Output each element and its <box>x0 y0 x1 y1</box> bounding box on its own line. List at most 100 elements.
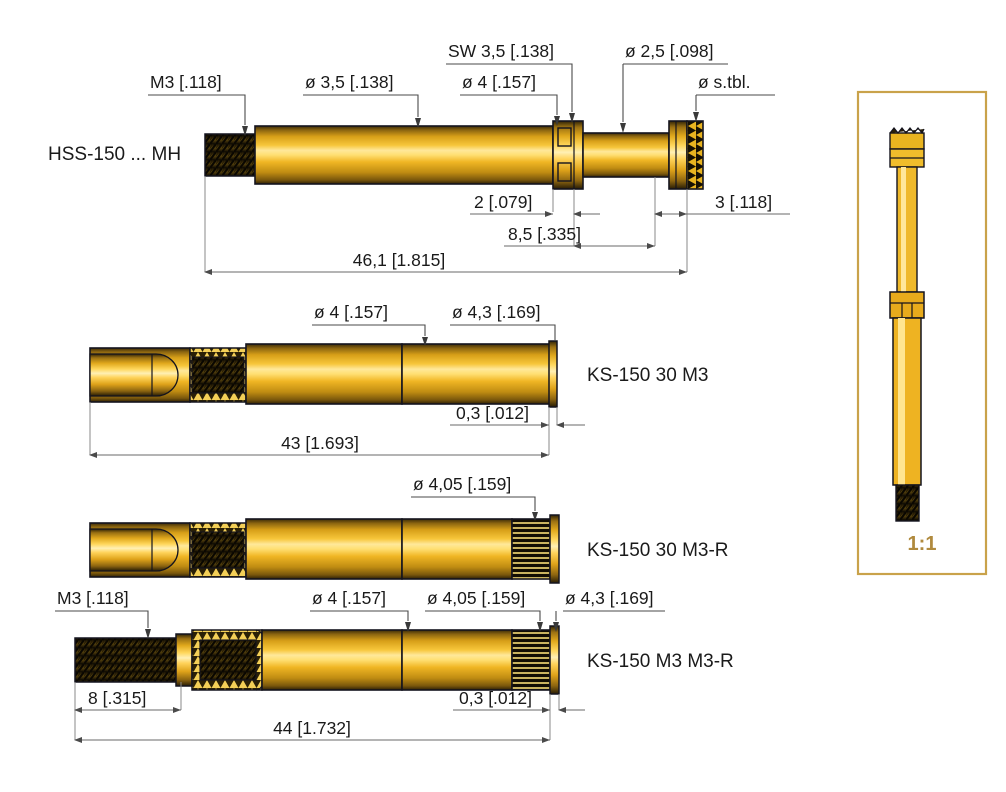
part2-callout-d43-leader <box>450 324 556 341</box>
part1-flat-notch-bottom <box>557 162 572 182</box>
part4-callout-d405: ø 4,05 [.159] <box>425 588 543 632</box>
part1-dim-2: 2 [.079] <box>470 192 600 217</box>
part1-dim-85-text: 8,5 [.335] <box>508 224 581 244</box>
part1-callout-m3-arrow <box>242 126 248 136</box>
part4-callout-m3-arrow <box>145 629 151 639</box>
part2-callout-d43: ø 4,3 [.169] <box>450 302 556 341</box>
part3-geometry <box>89 514 560 584</box>
part2-dim-overall: 43 [1.693] <box>89 433 549 458</box>
part1-dim-2-text: 2 [.079] <box>474 192 532 212</box>
part1-callout-d25: ø 2,5 [.098] <box>620 41 728 133</box>
part3-flange <box>549 514 560 584</box>
part1-callout-stbl-arrow <box>693 112 699 122</box>
scale-probe-plunger <box>896 166 918 293</box>
part1-callout-m3: M3 [.118] <box>148 72 248 136</box>
part4-barrel <box>261 629 403 691</box>
part2-dim-03-text: 0,3 [.012] <box>456 403 529 423</box>
part1-callout-d25-arrow <box>620 123 626 133</box>
part1-callout-d4-leader <box>460 94 558 115</box>
part1-tip-collar <box>668 120 688 190</box>
part3-name-label: KS-150 30 M3-R <box>587 540 729 561</box>
part1-m3-thread <box>204 133 256 177</box>
part4-callout-d4: ø 4 [.157] <box>310 588 411 632</box>
part4-callout-d43-arrow <box>553 622 559 632</box>
part1-dim-3: 3 [.118] <box>654 192 790 217</box>
part3-thread-core <box>191 531 245 569</box>
part-ks-150-30-m3-r: KS-150 30 M3-R ø 4,05 [.159] <box>89 474 729 584</box>
part1-geometry <box>204 120 704 190</box>
part4-barrel-rear <box>401 629 513 691</box>
scale-probe-plunger-highlight <box>901 167 906 292</box>
part3-callout-d405-leader <box>411 496 536 511</box>
part4-geometry <box>74 625 560 695</box>
scale-probe-teeth <box>889 127 925 135</box>
part1-dim-3-text: 3 [.118] <box>715 192 772 212</box>
part2-flange <box>548 340 558 408</box>
part4-dim-overall-text: 44 [1.732] <box>273 718 351 738</box>
scale-box-frame <box>856 90 988 576</box>
part1-callout-sw35-leader <box>446 63 573 112</box>
part-ks-150-30-m3: KS-150 30 M3 ø 4 [.157] ø 4,3 [.169] 0,3… <box>89 302 708 458</box>
part3-callout-d405-text: ø 4,05 [.159] <box>413 474 511 494</box>
part1-callout-m3-leader <box>148 94 246 125</box>
scale-probe-serrated-tip <box>889 132 925 150</box>
scale-probe-body-highlight <box>898 318 905 485</box>
part2-callout-d4-leader <box>312 324 426 336</box>
part4-thread-core <box>199 639 257 681</box>
part4-callout-d4-arrow <box>405 622 411 632</box>
part1-callout-d4-arrow <box>554 116 560 126</box>
part4-callout-d405-text: ø 4,05 [.159] <box>427 588 525 608</box>
part1-callout-d4-text: ø 4 [.157] <box>462 72 536 92</box>
part4-dim-03: 0,3 [.012] <box>453 688 585 713</box>
part3-barrel <box>245 518 403 580</box>
part2-callout-d4-text: ø 4 [.157] <box>314 302 388 322</box>
part4-callout-d43-text: ø 4,3 [.169] <box>565 588 654 608</box>
part4-dim-overall: 44 [1.732] <box>74 718 550 743</box>
part-hss-150-mh: HSS-150 ... MH M3 [.118] ø 3,5 [.138] SW… <box>48 41 790 275</box>
part1-callout-m3-text: M3 [.118] <box>150 72 222 92</box>
part4-callout-d43: ø 4,3 [.169] <box>553 588 665 632</box>
part2-geometry <box>89 340 558 408</box>
part1-callout-d35-text: ø 3,5 [.138] <box>305 72 394 92</box>
part2-barrel <box>245 343 403 405</box>
part4-m3-thread <box>74 637 182 683</box>
part1-main-body <box>254 125 554 185</box>
scale-probe-wrench-flat <box>889 291 925 319</box>
part1-callout-d4: ø 4 [.157] <box>460 72 560 126</box>
part4-callout-m3-leader <box>55 610 149 628</box>
part2-round-plunger <box>89 353 179 397</box>
part2-thread-core <box>191 356 245 394</box>
part1-dim-85: 8,5 [.335] <box>504 224 655 249</box>
part2-dim-overall-text: 43 [1.693] <box>281 433 359 453</box>
part1-name-label: HSS-150 ... MH <box>48 144 181 165</box>
part1-callout-stbl-text: ø s.tbl. <box>698 72 751 92</box>
part2-callout-d43-text: ø 4,3 [.169] <box>452 302 541 322</box>
part1-callout-sw35: SW 3,5 [.138] <box>446 41 575 123</box>
part1-dim-overall: 46,1 [1.815] <box>204 250 687 275</box>
part1-callout-d35-arrow <box>415 118 421 128</box>
scale-probe-m3-thread <box>895 484 920 522</box>
part-ks-150-m3-m3-r: KS-150 M3 M3-R M3 [.118] ø 4 [.157] ø 4,… <box>55 588 734 743</box>
scale-probe <box>889 127 925 522</box>
part1-callout-sw35-arrow <box>569 113 575 123</box>
part4-dim-8: 8 [.315] <box>74 688 181 713</box>
part1-callout-d35: ø 3,5 [.138] <box>303 72 421 128</box>
part4-callout-m3-text: M3 [.118] <box>57 588 129 608</box>
part1-callout-d35-leader <box>303 94 419 117</box>
part1-flat-notch-top <box>557 127 572 147</box>
part1-plunger <box>582 132 670 178</box>
part4-callout-d4-text: ø 4 [.157] <box>312 588 386 608</box>
scale-label: 1:1 <box>908 533 937 555</box>
part4-flange <box>549 625 560 695</box>
part1-serrated-tip <box>686 120 704 190</box>
part4-callout-d405-leader <box>425 610 541 621</box>
scale-box: 1:1 <box>856 90 988 576</box>
part4-dim-03-text: 0,3 [.012] <box>459 688 532 708</box>
part4-knurl <box>511 629 551 691</box>
part1-dim-overall-text: 46,1 [1.815] <box>353 250 445 270</box>
scale-probe-body <box>892 317 922 486</box>
part1-callout-sw35-text: SW 3,5 [.138] <box>448 41 554 61</box>
part4-callout-d4-leader <box>310 610 409 621</box>
part3-callout-d405-arrow <box>532 512 538 521</box>
